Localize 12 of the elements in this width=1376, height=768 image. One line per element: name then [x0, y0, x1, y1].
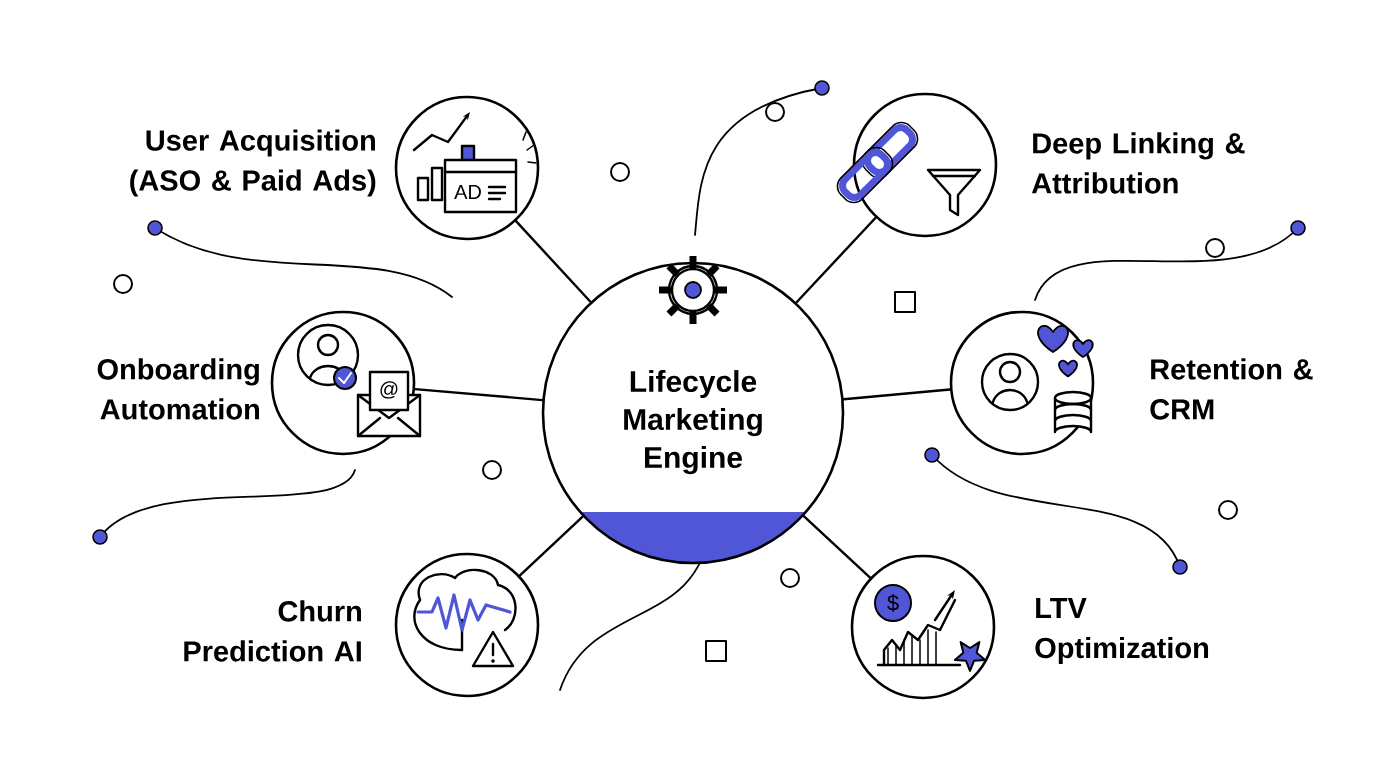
connector-line	[802, 514, 872, 579]
topic-label: Churn Prediction AI	[184, 600, 361, 662]
connector-line	[514, 219, 592, 303]
connector-line	[842, 388, 952, 401]
connector-line	[795, 216, 877, 304]
topic-label: Onboarding Automation	[97, 358, 259, 420]
connector-line	[518, 515, 584, 577]
topic-label: User Acquisition (ASO & Paid Ads)	[130, 129, 376, 197]
connector-line	[413, 387, 544, 402]
topic-label: Deep Linking & Attribution	[1031, 132, 1245, 194]
topic-label: Retention & CRM	[1150, 358, 1313, 420]
topic-label: LTV Optimization	[1035, 598, 1209, 664]
